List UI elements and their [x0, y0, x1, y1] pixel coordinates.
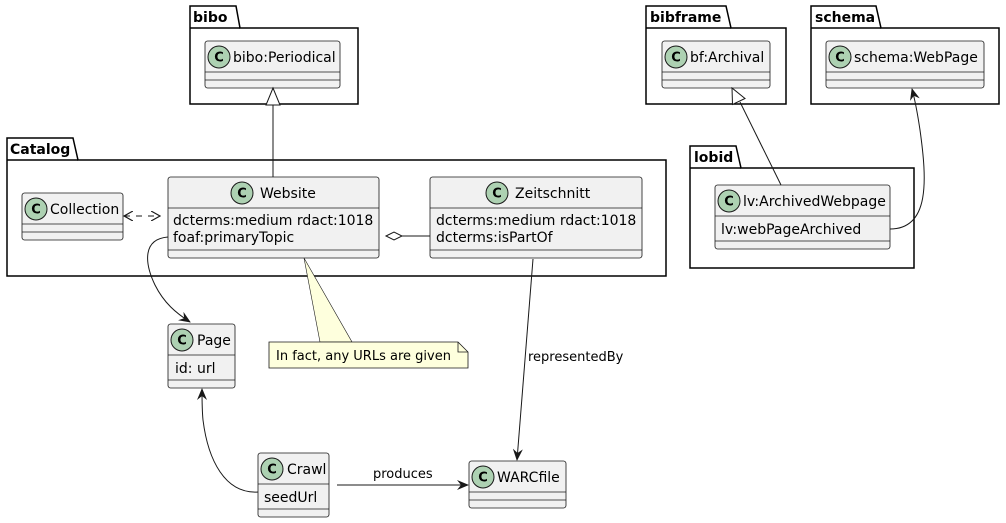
edge-seedurl-to-page	[197, 388, 259, 493]
class-icon: C	[492, 187, 502, 202]
package-label-bibframe: bibframe	[650, 10, 721, 26]
edge-primarytopic-to-page	[147, 236, 191, 323]
attribute: seedUrl	[264, 490, 317, 506]
class-schema-webpage[interactable]: C schema:WebPage	[825, 40, 985, 89]
class-icon: C	[214, 51, 224, 66]
edge-zeitschnitt-aggregates-website	[384, 231, 430, 241]
note-text: In fact, any URLs are given	[276, 349, 451, 364]
class-icon: C	[724, 195, 734, 210]
edge-label-represented-by: representedBy	[528, 350, 624, 365]
class-name: lv:ArchivedWebpage	[743, 194, 886, 210]
class-icon: C	[835, 51, 845, 66]
class-name: bibo:Periodical	[233, 50, 336, 66]
attribute: dcterms:medium rdact:1018	[436, 213, 636, 229]
class-name: Page	[197, 333, 231, 349]
class-crawl[interactable]: C Crawl seedUrl	[257, 452, 330, 518]
edge-archivedwebpage-extends-archival	[731, 86, 782, 186]
attribute: dcterms:medium rdact:1018	[173, 213, 373, 229]
class-icon: C	[478, 471, 488, 486]
class-bf-archival[interactable]: C bf:Archival	[661, 40, 771, 89]
edge-webpagearchived-to-webpage	[889, 88, 925, 230]
class-icon: C	[671, 51, 681, 66]
class-name: Collection	[50, 202, 119, 218]
class-icon: C	[177, 334, 187, 349]
edge-website-extends-periodical	[265, 86, 281, 177]
attribute: lv:webPageArchived	[721, 222, 861, 238]
note-urls: In fact, any URLs are given	[268, 257, 469, 369]
note-body	[268, 341, 469, 369]
package-label-bibo: bibo	[193, 10, 228, 26]
class-icon: C	[237, 187, 247, 202]
attribute: foaf:primaryTopic	[173, 230, 294, 246]
attribute: dcterms:isPartOf	[436, 230, 554, 246]
class-lv-archivedwebpage[interactable]: C lv:ArchivedWebpage lv:webPageArchived	[714, 184, 891, 250]
class-page[interactable]: C Page id: url	[167, 323, 236, 389]
package-label-catalog: Catalog	[10, 142, 70, 158]
class-zeitschnitt[interactable]: C Zeitschnitt dcterms:medium rdact:1018 …	[429, 176, 643, 259]
class-collection[interactable]: C Collection	[21, 192, 124, 241]
class-icon: C	[31, 203, 41, 218]
class-website[interactable]: C Website dcterms:medium rdact:1018 foaf…	[167, 176, 380, 259]
class-icon: C	[267, 463, 277, 478]
edge-represented-by	[512, 258, 534, 461]
class-name: Crawl	[287, 462, 326, 478]
edge-label-produces: produces	[373, 467, 433, 482]
class-name: schema:WebPage	[854, 50, 978, 66]
note-fold	[457, 342, 468, 353]
package-label-lobid: lobid	[694, 150, 733, 166]
class-name: Zeitschnitt	[515, 186, 591, 202]
class-warcfile[interactable]: C WARCfile	[468, 460, 567, 509]
attribute: id: url	[175, 361, 215, 377]
class-name: WARCfile	[497, 470, 560, 486]
class-name: Website	[260, 186, 316, 202]
class-name: bf:Archival	[690, 50, 764, 66]
package-label-schema: schema	[815, 10, 875, 26]
class-bibo-periodical[interactable]: C bibo:Periodical	[204, 40, 341, 89]
